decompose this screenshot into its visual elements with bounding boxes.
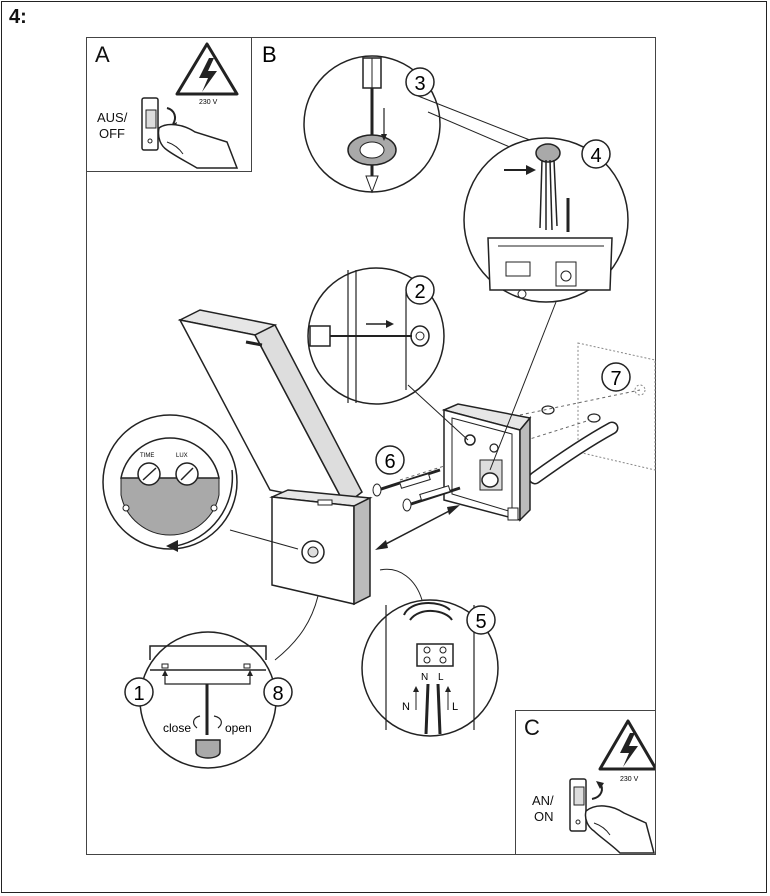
panel-c-letter: C [524,715,540,740]
detail-housing-screws: close open [139,595,319,769]
svg-text:4: 4 [590,145,601,167]
sensor-dial-detail: TIME LUX [102,414,299,552]
panel-b-letter: B [262,42,277,67]
lux-dial-label: LUX [176,453,188,459]
callout-1: 1 [124,677,154,707]
callout-6: 6 [375,445,405,475]
time-dial-label: TIME [140,453,154,459]
panel-a-switch-label-1: AUS/ [97,110,128,125]
panel-c-switch-label-1: AN/ [532,793,554,808]
wall-plug [587,413,601,423]
svg-text:7: 7 [610,368,621,390]
svg-text:1: 1 [133,683,144,705]
panel-a-voltage: 230 V [199,99,218,106]
svg-text:5: 5 [475,611,486,633]
detail-screwdriver-bracket [307,267,469,441]
wall-plug [541,405,555,415]
callout-7: 7 [601,362,631,392]
wire-l-label: L [452,701,458,713]
wall-plate [399,342,656,481]
mounting-bracket [441,403,532,522]
wall-switch-icon [141,97,177,151]
svg-text:8: 8 [272,683,283,705]
panel-a-letter: A [95,42,110,67]
open-label: open [225,721,252,735]
panel-c-switch-label-2: ON [534,809,554,824]
svg-text:6: 6 [384,451,395,473]
floodlight-head [177,309,363,507]
wall-switch-icon [569,778,604,832]
high-voltage-warning-icon [175,42,239,96]
panel-a-switch-off: A 230 V AUS/ OFF [86,37,252,172]
panel-c-switch-on: C 230 V AN/ ON [515,710,656,855]
callout-5: 5 [466,605,496,635]
terminal-l-label: L [438,672,444,683]
hand-icon [584,805,655,854]
callout-4: 4 [581,139,611,169]
wire-n-label: N [402,701,410,713]
svg-text:3: 3 [414,73,425,95]
high-voltage-warning-icon [598,719,655,771]
detail-cable-entry [463,137,629,471]
sensor-housing [269,489,373,606]
hand-icon [157,123,239,169]
step-title: 4: [9,6,27,28]
screws-and-plugs [372,468,461,512]
panel-c-voltage: 230 V [620,776,639,783]
callout-8: 8 [263,677,293,707]
terminal-n-label: N [421,672,428,683]
detail-cable-grommet [303,55,541,194]
panel-a-switch-label-2: OFF [99,126,125,141]
callout-3: 3 [405,67,435,97]
callout-2: 2 [405,275,435,305]
assembly-arrow [375,505,460,550]
detail-terminal-block: N L N L [361,568,499,737]
close-label: close [163,721,191,735]
svg-text:2: 2 [414,281,425,303]
